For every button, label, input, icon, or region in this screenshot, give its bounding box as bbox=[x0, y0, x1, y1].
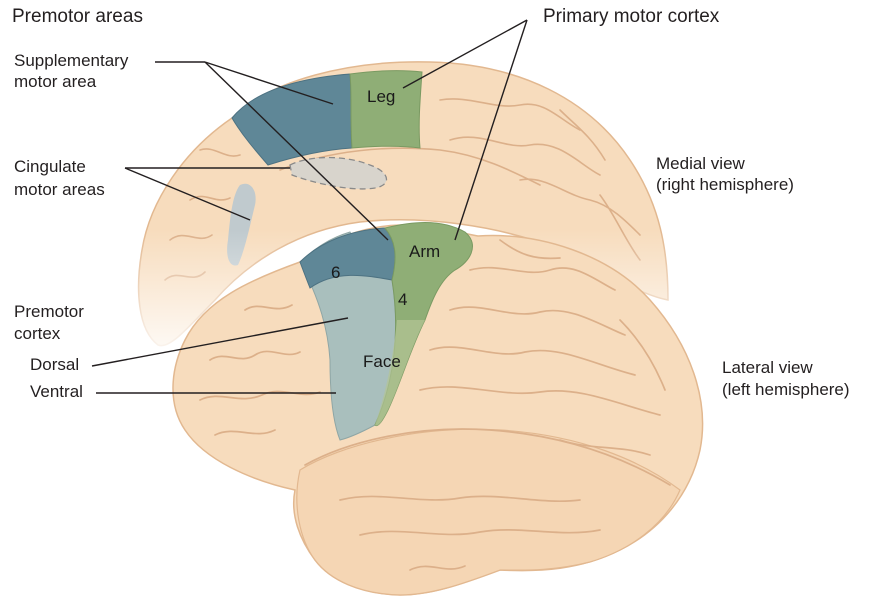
premotor-cortex-label-line1: Premotor bbox=[14, 302, 84, 322]
premotor-cortex-label-line2: cortex bbox=[14, 324, 60, 344]
cingulate-motor-areas-label-line2: motor areas bbox=[14, 180, 105, 200]
area-4-label: 4 bbox=[398, 290, 407, 310]
area-6-label: 6 bbox=[331, 263, 340, 283]
leg-area bbox=[350, 71, 422, 148]
face-region-label: Face bbox=[363, 352, 401, 372]
cingulate-motor-areas-label-line1: Cingulate bbox=[14, 157, 86, 177]
lateral-view-label-line1: Lateral view bbox=[722, 358, 813, 378]
lateral-view-label-line2: (left hemisphere) bbox=[722, 380, 850, 400]
arm-region-label: Arm bbox=[409, 242, 440, 262]
ventral-label: Ventral bbox=[30, 382, 83, 402]
medial-view-label-line1: Medial view bbox=[656, 154, 745, 174]
premotor-areas-heading: Premotor areas bbox=[12, 6, 143, 29]
leg-region-label: Leg bbox=[367, 87, 395, 107]
medial-view-label-line2: (right hemisphere) bbox=[656, 175, 794, 195]
supplementary-motor-area-label-line2: motor area bbox=[14, 72, 96, 92]
primary-motor-cortex-heading: Primary motor cortex bbox=[543, 6, 719, 29]
dorsal-label: Dorsal bbox=[30, 355, 79, 375]
supplementary-motor-area-label-line1: Supplementary bbox=[14, 51, 128, 71]
